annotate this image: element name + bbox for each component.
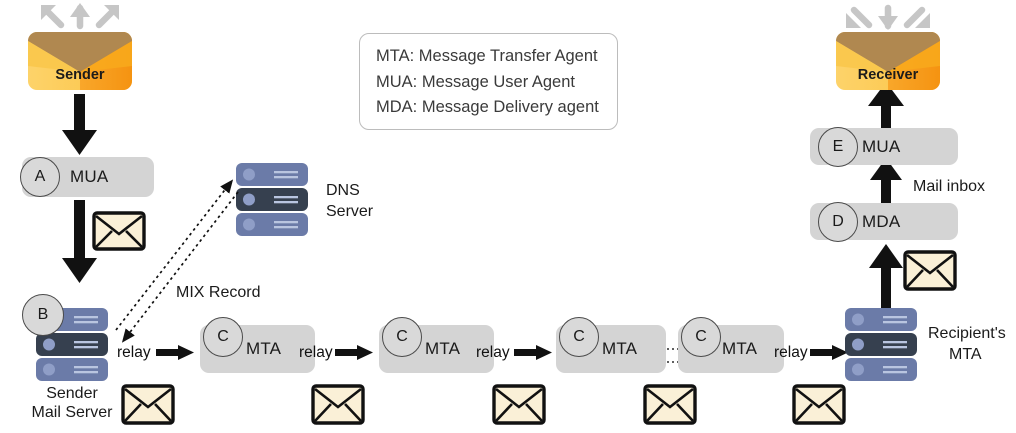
envelope-icon <box>903 250 957 291</box>
step-badge-d: D <box>818 202 858 242</box>
abbreviation-legend: MTA: Message Transfer Agent MUA: Message… <box>359 33 618 130</box>
envelope-icon <box>643 384 697 425</box>
receiver-envelope-label-wrap: Receiver <box>836 32 940 90</box>
arrow-mda-to-mua <box>870 158 902 203</box>
relay-arrow-3 <box>514 345 552 360</box>
mta-label-1: MTA <box>246 339 282 358</box>
mail-inbox-label: Mail inbox <box>913 178 986 195</box>
relay-label-2: relay <box>299 344 333 361</box>
step-badge-a: A <box>20 157 60 197</box>
step-badge-e: E <box>818 127 858 167</box>
sender-label: Sender <box>55 67 105 83</box>
relay-arrow-2 <box>335 345 373 360</box>
step-badge-c-1: C <box>203 317 243 357</box>
arrow-recipientmta-to-mda <box>869 244 903 308</box>
receiver-mua-label: MUA <box>862 136 901 156</box>
relay-label-3: relay <box>476 344 510 361</box>
step-badge-c-4: C <box>681 317 721 357</box>
arrow-sender-to-mua <box>62 94 97 155</box>
relay-arrow-4 <box>810 345 848 360</box>
envelope-icon <box>121 384 175 425</box>
receiver-label: Receiver <box>857 67 919 83</box>
mta-label-3: MTA <box>602 339 638 358</box>
envelope-icon <box>92 211 146 251</box>
receiver-mda-label: MDA <box>862 211 901 231</box>
dns-server-label-1: DNS <box>326 182 360 199</box>
legend-line-mda: MDA: Message Delivery agent <box>376 98 599 117</box>
recipient-mta-label-2: MTA <box>949 346 982 363</box>
receiver-envelope-icon <box>836 32 940 90</box>
relay-arrow-1 <box>156 345 194 360</box>
sender-arrowheads-icon <box>41 3 119 20</box>
relay-label-1: relay <box>117 344 151 361</box>
sender-mail-server-label-1: Sender <box>46 385 98 402</box>
recipient-mta-label-1: Recipient's <box>928 325 1006 342</box>
mta-label-2: MTA <box>425 339 461 358</box>
recipient-mta-server-icon <box>845 308 917 381</box>
relay-label-4: relay <box>774 344 808 361</box>
sender-mua-label: MUA <box>70 167 109 186</box>
arrow-mua-to-receiver <box>868 82 904 128</box>
sender-envelope-label-wrap: Sender <box>28 32 132 90</box>
legend-line-mua: MUA: Message User Agent <box>376 72 575 91</box>
dns-server-icon <box>236 163 308 236</box>
envelope-icon <box>492 384 546 425</box>
legend-line-mta: MTA: Message Transfer Agent <box>376 47 598 65</box>
mix-record-label: MIX Record <box>176 284 261 301</box>
envelope-icon <box>792 384 846 425</box>
dns-server-label-2: Server <box>326 203 374 220</box>
mta-label-4: MTA <box>722 339 758 358</box>
envelope-icon <box>311 384 365 425</box>
arrow-mua-to-mailserver <box>62 200 97 283</box>
mix-record-dotted-arrows <box>115 179 239 343</box>
sender-mail-server-label-2: Mail Server <box>31 404 113 421</box>
step-badge-c-3: C <box>559 317 599 357</box>
receiver-arrowheads-icon <box>846 13 930 30</box>
sender-envelope-icon <box>28 32 132 90</box>
step-badge-b: B <box>22 294 64 336</box>
step-badge-c-2: C <box>382 317 422 357</box>
